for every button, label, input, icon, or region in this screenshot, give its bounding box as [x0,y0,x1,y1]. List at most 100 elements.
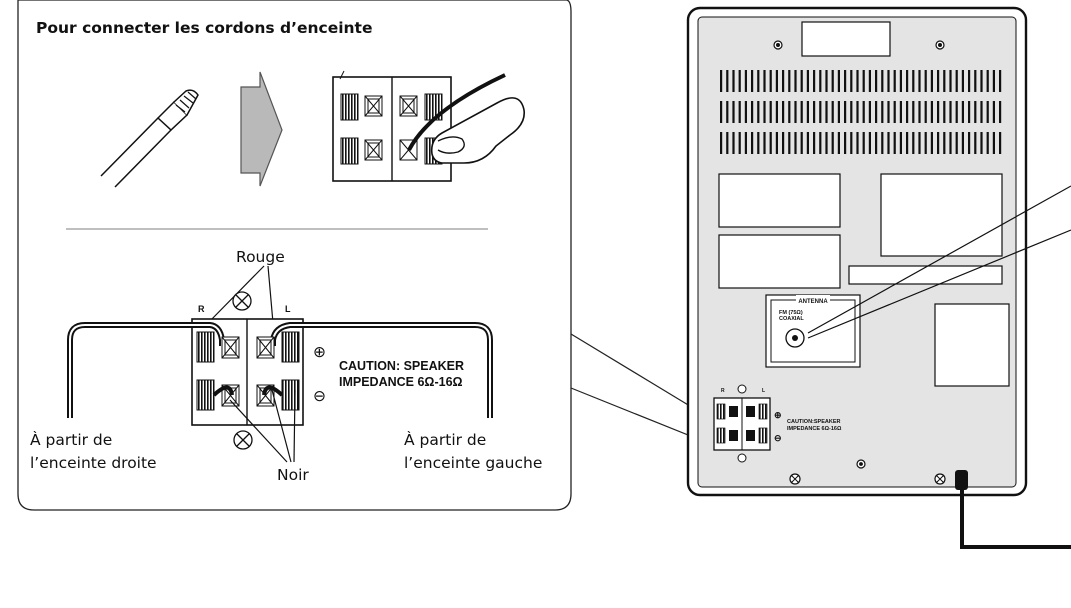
vent-slot [738,101,741,123]
vent-slot [881,70,884,92]
vent-slot [899,70,902,92]
vent-slot [980,70,983,92]
antenna-pointer-top [807,185,1071,334]
unit-bottom-screws [789,459,946,485]
vent-slot [726,101,729,123]
minus-icon: ⊖ [313,387,326,405]
vent-slot [974,132,977,154]
vent-slot [937,70,940,92]
vent-slot [819,132,822,154]
vent-slot [980,101,983,123]
vent-slot [856,132,859,154]
unit-terminal-r: R [721,388,725,394]
vent-slot [999,70,1002,92]
plus-icon: ⊕ [313,343,326,361]
caution-line-2: IMPEDANCE 6Ω-16Ω [339,375,463,389]
vent-slot [949,70,952,92]
vent-slot [769,101,772,123]
vent-slot [924,70,927,92]
vent-slot [906,101,909,123]
vent-slot [986,70,989,92]
unit-top-screws [773,40,945,50]
unit-speaker-terminals: R L ⊕ ⊖ CAUTION:SPEAKER IMPEDANCE 6Ω-16Ω [713,384,842,463]
vent-slot [875,132,878,154]
unit-caution-line-2: IMPEDANCE 6Ω-16Ω [787,426,842,432]
vent-slot [906,132,909,154]
vent-slot [813,132,816,154]
vent-slot [862,101,865,123]
vent-slot [875,70,878,92]
vent-slot [930,101,933,123]
vent-slot [794,101,797,123]
vent-slot [831,101,834,123]
unit-minus-icon: ⊖ [774,433,782,443]
vent-slot [775,132,778,154]
vent-slot [887,70,890,92]
vent-slot [788,101,791,123]
label-black: Noir [277,466,309,484]
vent-slot [782,132,785,154]
vent-slot [893,101,896,123]
vent-slot [763,101,766,123]
vent-slot [757,101,760,123]
vent-slot [837,101,840,123]
step-arrow-icon [240,71,283,187]
vent-slot [986,101,989,123]
vent-slot [775,101,778,123]
vent-slot [825,101,828,123]
vent-slot [757,70,760,92]
vent-slot [992,132,995,154]
vent-slot [943,70,946,92]
vent-slot [844,132,847,154]
vent-slot [751,70,754,92]
left-speaker-line-2: l’enceinte gauche [404,454,542,472]
vent-slot [837,70,840,92]
vent-slot [831,70,834,92]
vent-slot [856,101,859,123]
vent-slot [844,101,847,123]
antenna-pointer-bottom [807,229,1071,339]
vent-slot [850,70,853,92]
vent-slot [937,132,940,154]
vent-slot [949,132,952,154]
bottom-screw-icon [233,430,253,450]
vent-slot [974,101,977,123]
vent-slot [937,101,940,123]
ventilation-slots [720,70,1002,154]
vent-slot [887,132,890,154]
power-cord [955,470,1071,549]
vent-slot [800,132,803,154]
vent-slot [862,70,865,92]
vent-slot [912,132,915,154]
vent-slot [738,132,741,154]
fm-label-line-2: COAXIAL [779,316,804,322]
vent-slot [825,132,828,154]
vent-slot [720,132,723,154]
vent-slot [893,70,896,92]
vent-slot [980,132,983,154]
antenna-label: ANTENNA [798,299,828,305]
vent-slot [875,101,878,123]
vent-slot [999,132,1002,154]
vent-slot [986,132,989,154]
vent-slot [943,132,946,154]
vent-slot [968,70,971,92]
vent-slot [720,101,723,123]
vent-slot [955,70,958,92]
right-speaker-line-1: À partir de [30,430,112,449]
vent-slot [769,132,772,154]
vent-slot [732,70,735,92]
wiring-diagram: Rouge R L [30,248,542,484]
vent-slot [757,132,760,154]
vent-slot [800,70,803,92]
vent-slot [813,101,816,123]
left-speaker-line-1: À partir de [404,430,486,449]
vent-slot [806,101,809,123]
vent-slot [918,101,921,123]
vent-slot [806,70,809,92]
vent-slot [788,132,791,154]
vent-slot [782,101,785,123]
vent-slot [924,101,927,123]
callout-title: Pour connecter les cordons d’enceinte [36,19,372,37]
